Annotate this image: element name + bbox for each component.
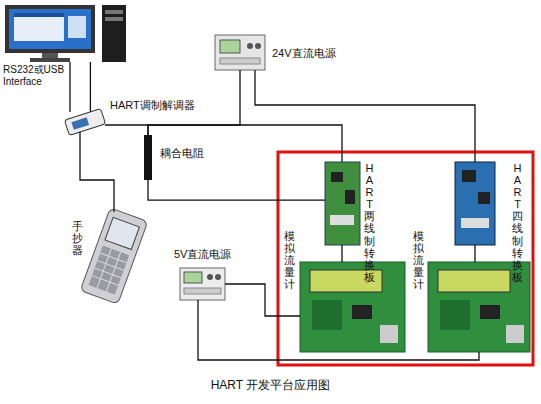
connector xyxy=(461,218,489,228)
device-node: 手抄器 xyxy=(88,212,140,300)
device-node: 耦合电阻 xyxy=(144,135,152,180)
modem-badge xyxy=(71,117,89,130)
wire-line xyxy=(474,245,475,262)
device-node: 模拟流量计 xyxy=(300,262,405,352)
pcb-board xyxy=(325,162,360,245)
vertical-label: 模拟流量计 xyxy=(284,230,295,290)
device-node: HART两线制转换板 xyxy=(325,162,360,245)
pcb-board xyxy=(455,162,495,245)
keypad xyxy=(312,300,342,330)
extra-wire xyxy=(69,62,70,112)
key-row xyxy=(97,261,123,271)
resistor-symbol xyxy=(144,135,152,180)
window xyxy=(68,16,86,38)
wire-line xyxy=(255,70,475,162)
device-label: HART调制解调器 xyxy=(110,99,195,112)
window-bar xyxy=(14,13,64,17)
device-label: 耦合电阻 xyxy=(160,147,204,160)
key-col xyxy=(106,252,120,291)
device-node: 5V直流电源 xyxy=(180,268,225,300)
wire-line xyxy=(341,245,342,262)
drive-bay xyxy=(105,10,123,14)
pc-tower xyxy=(102,5,126,62)
device-node: RS232或USB Interface xyxy=(5,5,127,62)
device-node: HART四线制转换板 xyxy=(455,162,495,245)
handheld-keypad xyxy=(89,246,130,295)
psu-display xyxy=(220,40,240,53)
window xyxy=(14,13,64,41)
chip xyxy=(352,305,372,319)
highlight-frame xyxy=(278,152,533,365)
device-node: 24V直流电源 xyxy=(215,35,265,70)
drive-bay xyxy=(105,17,123,21)
monitor-base xyxy=(30,58,70,62)
wire-line xyxy=(198,300,479,360)
psu-knob xyxy=(255,43,261,49)
handheld xyxy=(80,208,148,304)
wire-line xyxy=(80,132,114,212)
wire-line xyxy=(105,125,148,135)
device-label: 24V直流电源 xyxy=(272,47,336,60)
modem xyxy=(64,109,105,136)
device-label: 5V直流电源 xyxy=(174,248,231,261)
connector xyxy=(506,325,524,343)
chip xyxy=(462,170,476,182)
psu-display xyxy=(184,272,202,283)
device-node: HART调制解调器 xyxy=(65,112,105,132)
monitor-frame xyxy=(5,5,95,53)
device-node: 模拟流量计 xyxy=(428,262,530,352)
lcd-display xyxy=(438,270,510,292)
monitor-screen xyxy=(9,9,91,49)
vertical-label: 手抄器 xyxy=(72,220,83,256)
key-row xyxy=(95,268,121,278)
keypad xyxy=(440,300,470,330)
connector xyxy=(380,325,398,343)
psu-knob xyxy=(247,43,253,49)
psu-keys xyxy=(184,288,221,294)
modem-body xyxy=(64,109,105,136)
extra-wire xyxy=(148,125,342,162)
figure-caption: HART 开发平台应用图 xyxy=(0,377,541,394)
wire-connector xyxy=(475,245,476,262)
wire-connector xyxy=(80,132,114,212)
pcb-board xyxy=(300,262,405,352)
psu-knob xyxy=(207,274,213,280)
handheld-body xyxy=(80,208,148,304)
wire-line xyxy=(148,180,325,200)
power-supply xyxy=(215,35,265,70)
power-supply xyxy=(180,268,225,300)
psu-keys xyxy=(220,58,260,64)
chip xyxy=(480,305,500,319)
monitor-stand xyxy=(42,53,58,58)
wire-line xyxy=(90,62,91,112)
wire-connector xyxy=(342,245,343,262)
key-row xyxy=(92,276,118,286)
chip xyxy=(478,192,490,204)
handheld-screen xyxy=(105,217,140,249)
psu-knob xyxy=(215,274,221,280)
connector xyxy=(330,215,354,225)
device-label: RS232或USB Interface xyxy=(3,64,73,88)
key-row xyxy=(100,253,126,263)
wire-connector xyxy=(105,125,148,135)
chip xyxy=(345,190,355,204)
key-col xyxy=(97,249,111,288)
vertical-label: 模拟流量计 xyxy=(413,230,424,290)
wire-connector xyxy=(255,70,475,162)
wire-connector xyxy=(90,62,91,112)
chip xyxy=(331,172,343,182)
wire-connector xyxy=(198,300,479,360)
wire-connector xyxy=(148,180,325,200)
vertical-label: HART四线制转换板 xyxy=(512,162,523,283)
vertical-label: HART两线制转换板 xyxy=(364,162,375,283)
